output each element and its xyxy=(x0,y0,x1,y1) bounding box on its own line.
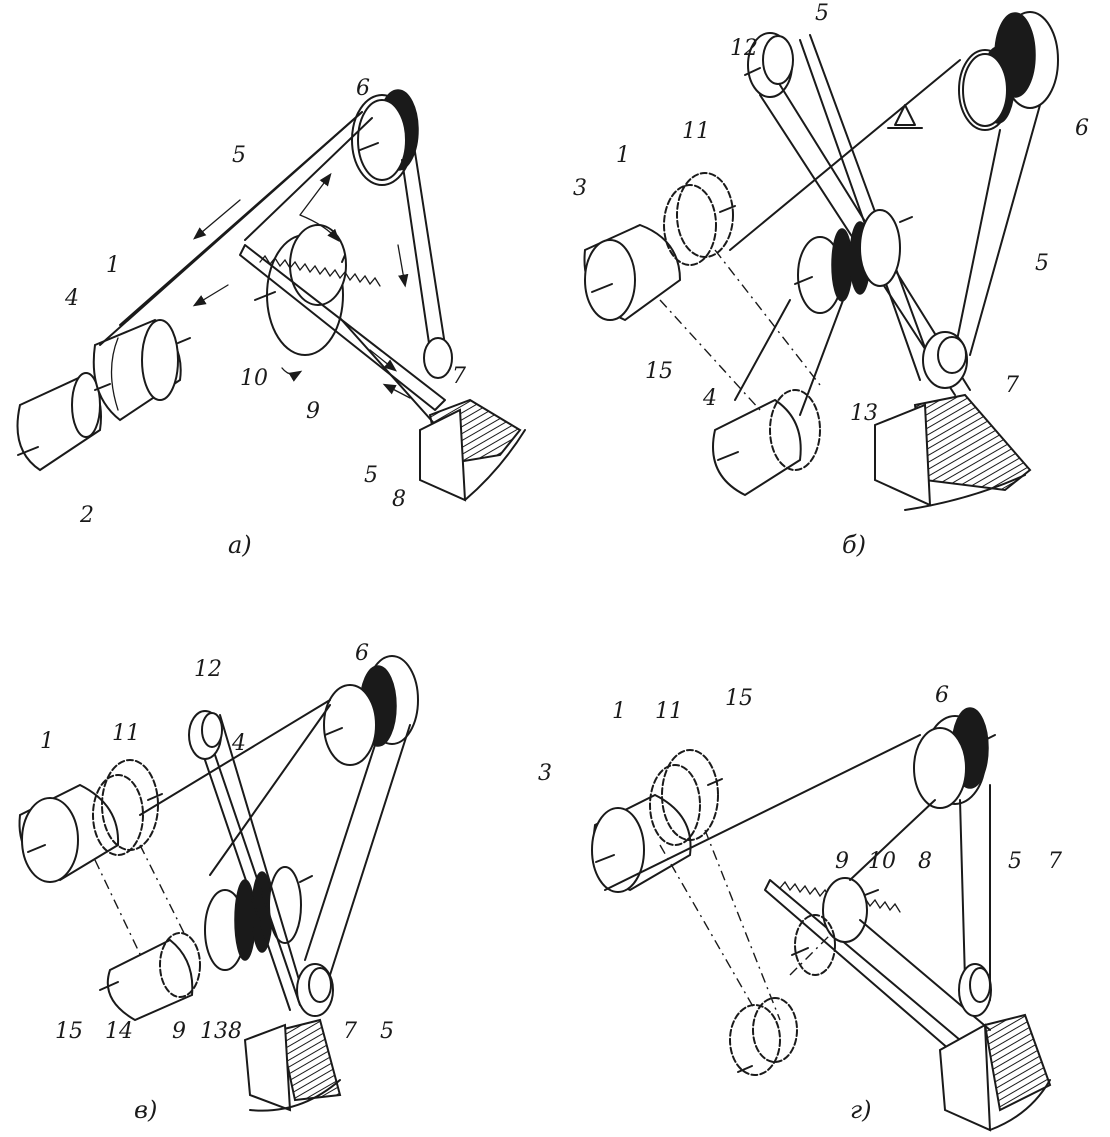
label-4: 4 xyxy=(702,386,717,411)
label-3: 3 xyxy=(538,761,552,786)
lower-sprocket xyxy=(729,997,798,1076)
sheave-12v xyxy=(188,710,223,760)
label-2: 2 xyxy=(79,503,94,528)
label-6: 6 xyxy=(935,683,949,708)
motion-arrows xyxy=(192,172,411,399)
label-8: 8 xyxy=(918,849,932,874)
label-15: 15 xyxy=(725,686,753,711)
label-14: 14 xyxy=(105,1019,133,1044)
chain-15v xyxy=(94,844,186,976)
sheave-7 xyxy=(423,337,453,379)
dipper-stick xyxy=(339,317,441,431)
label-11: 11 xyxy=(655,699,683,724)
label-6: 6 xyxy=(355,641,369,666)
label-1: 1 xyxy=(40,729,54,754)
sheave-12 xyxy=(744,32,794,98)
boom-support xyxy=(887,104,923,129)
label-9: 9 xyxy=(835,849,849,874)
caption-g: г) xyxy=(850,1096,872,1124)
label-4: 4 xyxy=(231,731,246,756)
label-7: 7 xyxy=(452,364,466,389)
panel-a: 6 5 1 4 10 9 7 5 8 2 а) xyxy=(16,76,526,559)
label-11: 11 xyxy=(682,119,710,144)
label-5a: 5 xyxy=(815,1,829,26)
bucket-b xyxy=(874,393,1032,511)
label-5: 5 xyxy=(1008,849,1022,874)
label-8: 8 xyxy=(392,487,406,512)
sheave-7g xyxy=(958,963,992,1017)
winch-drums-13 xyxy=(734,209,913,416)
rack-and-pinion xyxy=(239,224,446,411)
motor-3 xyxy=(583,223,682,322)
bucket-g xyxy=(938,1013,1052,1132)
label-5a: 5 xyxy=(232,143,246,168)
panel-b: 12 5 6 11 1 3 5 7 15 4 13 б) xyxy=(573,1,1089,559)
motor-3g xyxy=(591,793,692,893)
drum-1 xyxy=(92,318,191,422)
label-11: 11 xyxy=(112,721,140,746)
label-7: 7 xyxy=(1005,373,1019,398)
label-1: 1 xyxy=(612,699,626,724)
chain-15 xyxy=(659,249,821,411)
label-12: 12 xyxy=(730,36,758,61)
label-9: 9 xyxy=(172,1019,186,1044)
label-4: 4 xyxy=(64,286,79,311)
label-6: 6 xyxy=(356,76,370,101)
motor-2 xyxy=(16,372,102,472)
caption-b: б) xyxy=(842,531,866,559)
label-13: 13 xyxy=(200,1019,228,1044)
motor-14 xyxy=(99,932,201,1022)
sheave-7v xyxy=(296,963,334,1017)
boom-v xyxy=(139,699,411,1011)
sprocket-11 xyxy=(663,172,736,266)
label-1: 1 xyxy=(106,253,120,278)
label-15: 15 xyxy=(645,359,673,384)
label-6: 6 xyxy=(1075,116,1089,141)
sheave-6v xyxy=(323,655,419,766)
label-8: 8 xyxy=(228,1019,242,1044)
caption-a: а) xyxy=(228,531,252,559)
winch-drums-13v xyxy=(204,866,313,971)
sprocket-11g xyxy=(649,749,723,846)
motor-4 xyxy=(712,389,821,497)
label-9: 9 xyxy=(306,399,320,424)
label-1: 1 xyxy=(616,143,630,168)
motor-1 xyxy=(18,783,120,883)
label-5: 5 xyxy=(380,1019,394,1044)
label-15: 15 xyxy=(55,1019,83,1044)
label-7: 7 xyxy=(343,1019,357,1044)
panel-v: 6 12 11 4 1 15 14 9 13 8 7 5 в) xyxy=(18,641,419,1124)
bucket xyxy=(419,398,526,502)
label-7: 7 xyxy=(1048,849,1062,874)
label-10: 10 xyxy=(868,849,896,874)
rack-and-pinion-g xyxy=(764,877,961,1051)
sheave-6b xyxy=(958,11,1059,131)
hoist-rope xyxy=(99,111,446,351)
sheave-6 xyxy=(351,89,419,186)
caption-v: в) xyxy=(134,1096,157,1124)
label-13: 13 xyxy=(850,401,878,426)
label-3: 3 xyxy=(573,176,587,201)
label-10: 10 xyxy=(240,366,268,391)
label-5b: 5 xyxy=(1035,251,1049,276)
bucket-v xyxy=(243,1018,342,1112)
panel-g: 6 11 1 15 3 9 10 8 5 7 г) xyxy=(538,683,1062,1132)
label-12: 12 xyxy=(194,657,222,682)
sheave-7b xyxy=(922,331,968,389)
sheave-6g xyxy=(913,707,996,809)
label-5b: 5 xyxy=(364,463,378,488)
